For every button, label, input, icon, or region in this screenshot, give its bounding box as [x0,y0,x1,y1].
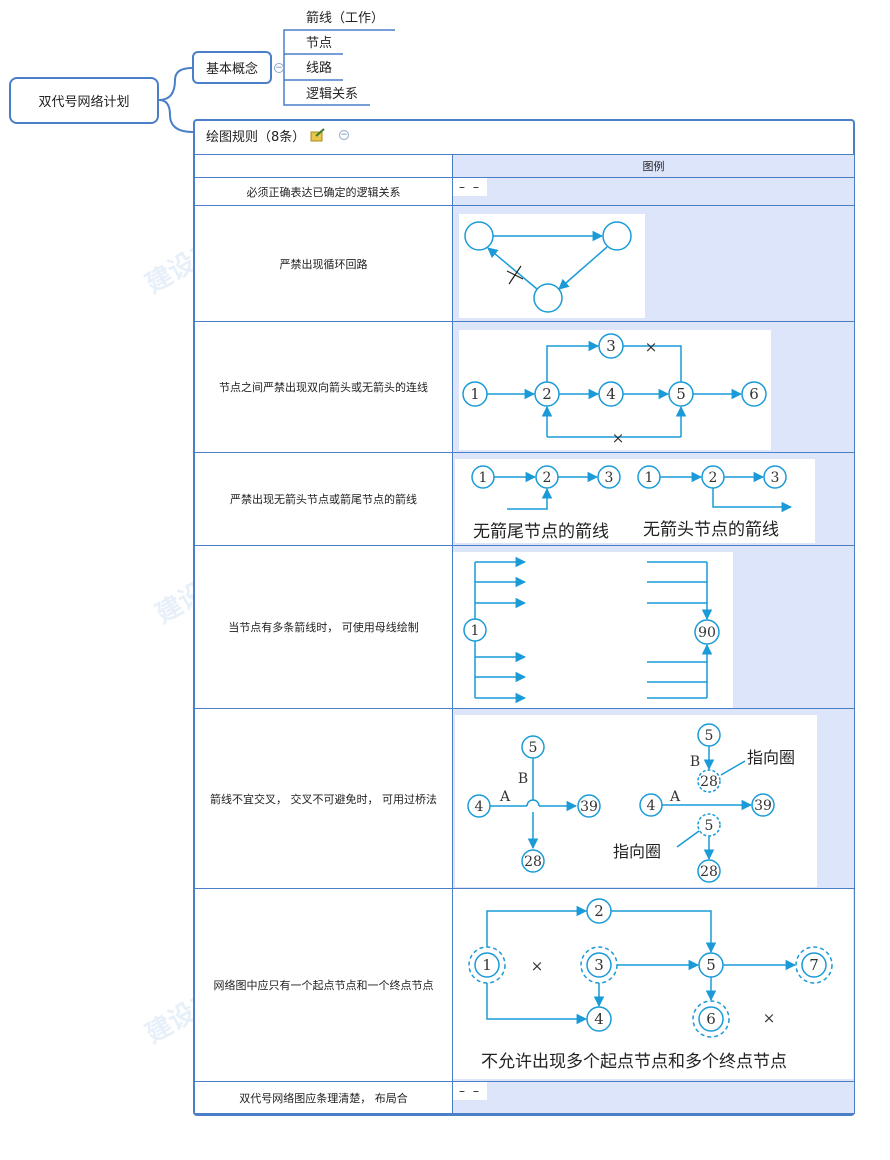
node-label: 39 [754,798,772,814]
header-rule [194,154,453,178]
header-legend: 图例 [452,154,855,178]
note-icon[interactable] [310,128,326,142]
node-label: 2 [543,470,552,486]
table-row: 双代号网络图应条理清楚， 布局合 – – [194,1081,855,1114]
pointer-label: 指向圈 [747,748,795,767]
table-header-row: 图例 [194,154,855,178]
rules-table: 图例 必须正确表达已确定的逻辑关系 – – 严禁出现循环回路 节点之间严禁出现双… [194,154,855,1114]
node-label: 1 [470,385,480,403]
edge-label: B [518,771,528,787]
leaf-path[interactable]: 线路 [306,61,333,76]
node-label: 6 [706,1010,716,1028]
node-label: 2 [709,470,718,486]
rule-text: 箭线不宜交叉， 交叉不可避免时， 可用过桥法 [194,708,453,889]
table-row: 箭线不宜交叉， 交叉不可避免时， 可用过桥法 5 4 [194,708,855,889]
table-row: 节点之间严禁出现双向箭头或无箭头的连线 1 [194,321,855,453]
table-row: 网络图中应只有一个起点节点和一个终点节点 [194,888,855,1082]
node-label: 2 [594,902,604,920]
node-label: 5 [705,728,714,744]
example-cell: 1 2 3 4 5 6 × × [452,321,855,453]
node-circle [533,283,563,313]
node-label: 3 [605,470,614,486]
example-cell: 1 2 3 1 2 3 无箭尾节点的箭线 无箭头节点的箭线 [452,452,855,546]
edge-label: B [690,754,700,770]
rule-text: 双代号网络图应条理清楚， 布局合 [194,1081,453,1114]
cross-mark: × [612,429,625,447]
edge-label: A [499,789,511,805]
node-label: 1 [482,956,492,974]
node-circle [464,221,494,251]
single-start-end-diagram: 1 2 3 4 5 6 7 × × 不允许出现多个起点节点和多个终点节点 [453,889,853,1079]
bridge-crossing-diagram: 5 4 39 28 A B [455,715,817,887]
node-label: 1 [645,470,654,486]
cross-mark: × [531,957,544,975]
table-row: 必须正确表达已确定的逻辑关系 – – [194,177,855,206]
basic-concepts-label: 基本概念 [205,62,258,77]
node-label: 4 [647,798,656,814]
dangling-arrow-diagram: 1 2 3 1 2 3 无箭尾节点的箭线 无箭头节点的箭线 [455,459,815,543]
basic-collapse-toggle[interactable]: − [274,63,284,73]
fig7-caption: 不允许出现多个起点节点和多个终点节点 [481,1052,787,1072]
rule-text: 网络图中应只有一个起点节点和一个终点节点 [194,888,453,1082]
node-label: 3 [594,956,604,974]
node-label: 3 [771,470,780,486]
node-label: 6 [749,385,759,403]
rule-text: 当节点有多条箭线时， 可使用母线绘制 [194,545,453,709]
leaf-logic[interactable]: 逻辑关系 [306,87,359,102]
node-label: 39 [580,799,598,815]
node-label: 2 [542,385,552,403]
leaf-node[interactable]: 节点 [306,36,333,51]
table-row: 当节点有多条箭线时， 可使用母线绘制 [194,545,855,709]
example-cell: – – [452,1081,855,1114]
node-label: 28 [524,854,542,870]
example-cell [452,205,855,322]
node-label: 7 [809,956,819,974]
node-label: 28 [700,864,718,880]
cross-mark: × [763,1009,776,1027]
rules-title: 绘图规则（8条） [206,130,306,145]
node-label: 1 [471,623,480,639]
cross-mark: × [645,338,658,356]
leaf-arrow-line[interactable]: 箭线（工作） [306,11,385,26]
node-circle [602,221,632,251]
caption-right: 无箭头节点的箭线 [643,520,779,540]
rule-text: 必须正确表达已确定的逻辑关系 [194,177,453,206]
root-node[interactable]: 双代号网络计划 [9,77,159,124]
node-label: 4 [594,1010,604,1028]
pointer-label: 指向圈 [613,842,661,861]
root-label: 双代号网络计划 [38,95,130,110]
rule-text: 节点之间严禁出现双向箭头或无箭头的连线 [194,321,453,453]
rule-text: 严禁出现循环回路 [194,205,453,322]
example-cell: – – [452,177,855,206]
node-label: 5 [706,956,716,974]
bidirectional-diagram: 1 2 3 4 5 6 × × [459,330,771,450]
table-row: 严禁出现无箭头节点或箭尾节点的箭线 1 2 3 [194,452,855,546]
example-dash: – – [453,1082,487,1100]
node-label: 1 [479,470,488,486]
edge-label: A [669,789,681,805]
node-label: 5 [529,740,538,756]
basic-concepts-node[interactable]: 基本概念 [192,51,272,84]
example-cell: 5 4 39 28 A B [452,708,855,889]
example-cell: 1 2 3 4 5 6 7 × × 不允许出现多个起点节点和多个终点节点 [452,888,855,1082]
rule-text: 严禁出现无箭头节点或箭尾节点的箭线 [194,452,453,546]
rules-collapse-toggle[interactable]: − [339,130,349,140]
caption-left: 无箭尾节点的箭线 [473,522,609,542]
node-label: 5 [705,818,714,834]
node-label: 4 [475,799,484,815]
node-label: 3 [606,337,616,355]
table-row: 严禁出现循环回路 [194,205,855,322]
node-label: 28 [700,774,718,790]
example-dash: – – [453,178,487,196]
node-label: 5 [676,385,686,403]
rules-table-wrap: 图例 必须正确表达已确定的逻辑关系 – – 严禁出现循环回路 节点之间严禁出现双… [194,154,855,1114]
loop-diagram [459,214,645,318]
mindmap-connectors [158,29,395,133]
node-label: 90 [698,625,716,641]
node-label: 4 [606,385,616,403]
example-cell: 1 90 [452,545,855,709]
bus-line-diagram: 1 90 [453,552,733,708]
